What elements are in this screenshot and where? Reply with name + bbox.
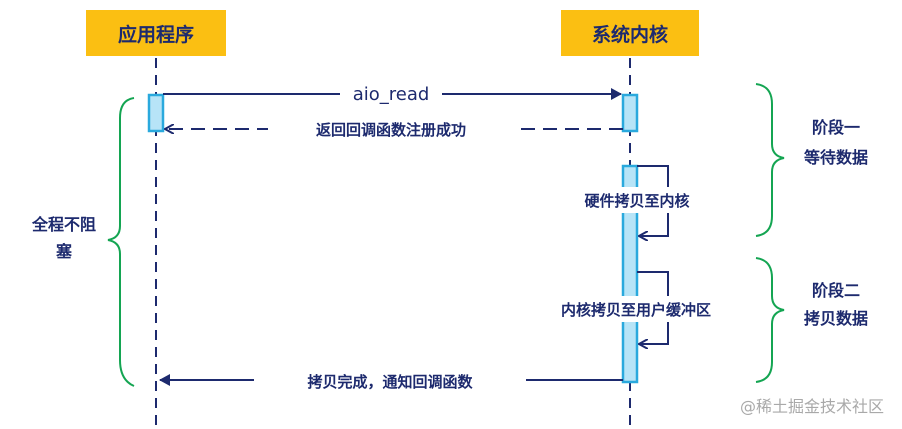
- phase1-brace: [755, 83, 785, 237]
- participant-kernel-box: [561, 10, 699, 56]
- register-ok-label: 返回回调函数注册成功: [316, 121, 466, 139]
- hw-copy-label-bg: [552, 187, 722, 213]
- phase1-label-line2: 等待数据: [803, 148, 868, 167]
- phase2-label-line2: 拷贝数据: [804, 309, 868, 328]
- done-label-bg: [254, 368, 526, 392]
- hw-copy-label: 硬件拷贝至内核: [584, 192, 689, 210]
- participant-app-label: 应用程序: [118, 23, 194, 46]
- aio-read-label-bg: [340, 80, 442, 104]
- phase1-label-line1: 阶段一: [812, 118, 860, 137]
- kernel-activation-1: [621, 93, 639, 133]
- left-brace-label-line2: 塞: [56, 242, 73, 261]
- participant-app: 应用程序: [86, 10, 226, 56]
- kernel-activation-2: [621, 164, 639, 384]
- participant-kernel: 系统内核: [561, 10, 699, 56]
- phase2-brace: [755, 257, 785, 383]
- phase2-label-line1: 阶段二: [812, 281, 860, 300]
- watermark: @稀土掘金技术社区: [740, 397, 884, 416]
- register-ok-label-bg: [268, 117, 514, 141]
- app-activation: [147, 93, 165, 133]
- left-brace: [107, 97, 135, 387]
- kernel-copy-label: 内核拷贝至用户缓冲区: [561, 301, 711, 319]
- kernel-copy-label-bg: [520, 296, 752, 322]
- participant-kernel-label: 系统内核: [592, 23, 668, 46]
- done-label: 拷贝完成，通知回调函数: [307, 373, 473, 391]
- left-brace-label-line1: 全程不阻: [31, 215, 96, 234]
- participant-app-box: [86, 10, 226, 56]
- aio-read-label: aio_read: [353, 84, 430, 105]
